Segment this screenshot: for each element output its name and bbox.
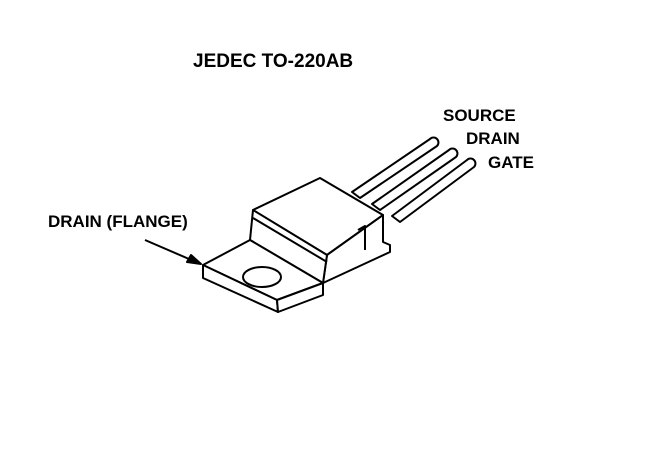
lead-gate bbox=[391, 157, 477, 223]
pin-label-source: SOURCE bbox=[443, 106, 516, 125]
pin-label-drain: DRAIN bbox=[466, 129, 520, 148]
leads bbox=[351, 136, 477, 223]
flange-side bbox=[276, 282, 324, 313]
lead-source bbox=[351, 136, 440, 199]
arrow-icon bbox=[144, 239, 202, 265]
body-edge bbox=[252, 217, 328, 263]
pin-label-gate: GATE bbox=[488, 153, 534, 172]
lead-drain bbox=[371, 147, 459, 211]
flange-label: DRAIN (FLANGE) bbox=[48, 212, 188, 231]
package-title: JEDEC TO-220AB bbox=[193, 51, 354, 72]
body-notch bbox=[357, 225, 366, 250]
mounting-hole bbox=[242, 266, 282, 288]
